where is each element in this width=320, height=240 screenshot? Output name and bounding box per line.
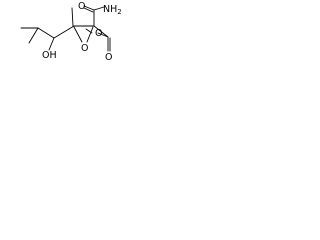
bond-CHOH-OH [48,37,55,51]
hydroxyl-label: OH [42,50,57,61]
amide-nh2-label: NH2 [103,4,122,16]
chemical-structure: NH2 O O O O OH [20,1,122,63]
epoxide-oxygen-label: O [81,43,88,54]
bond-amideC-N [93,6,105,11]
bond-Oalkyl-methyl [85,28,93,34]
bond-C3-CHOH [53,25,75,39]
bond-esterC-Oalkyl [97,32,109,38]
bond-amideC-O-2 [83,7,94,13]
bonds [20,5,111,52]
atom-labels: NH2 O O O O OH [42,1,122,63]
bond-C2-esterC [93,25,109,38]
bond-C3-epoxideO [73,26,83,43]
bond-isopropyl-methyl2 [28,27,39,44]
amide-oxygen-label: O [78,1,85,12]
bond-C2-epoxideO [86,26,94,43]
bond-amideC-O-1 [83,5,95,11]
ester-oxygen-label: O [95,28,102,39]
ester-carbonyl-oxygen-label: O [105,52,112,63]
bond-CHOH-isopropyl [37,27,55,39]
bond-methyl-C [71,7,74,27]
